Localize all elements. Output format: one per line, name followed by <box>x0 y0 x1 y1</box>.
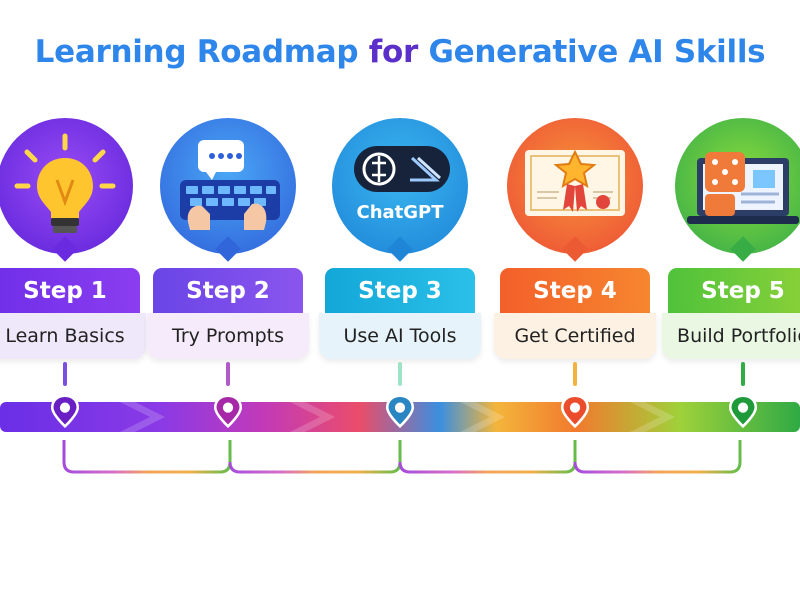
map-pin-icon <box>213 394 243 428</box>
map-pin-icon <box>560 394 590 428</box>
step-badge: Step 4 <box>500 268 650 314</box>
map-pin-icon <box>385 394 415 428</box>
step-label: Get Certified <box>494 313 656 359</box>
keyboard-chat-icon <box>160 118 296 254</box>
stem <box>63 362 67 386</box>
stem <box>573 362 577 386</box>
step-badge: Step 1 <box>0 268 140 314</box>
map-pin-icon <box>728 394 758 428</box>
connector-1-2 <box>62 440 232 474</box>
step-badge: Step 2 <box>153 268 303 314</box>
laptop-portfolio-icon <box>675 118 800 254</box>
step-label: Use AI Tools <box>319 313 481 359</box>
chatgpt-logo: ChatGPT <box>332 118 468 254</box>
step-badge: Step 3 <box>325 268 475 314</box>
step-badge: Step 5 <box>668 268 800 314</box>
lightbulb-icon <box>0 118 133 254</box>
title-part-2: for <box>368 34 418 70</box>
map-pin-icon <box>50 394 80 428</box>
title-part-1: Learning Roadmap <box>34 34 359 70</box>
connector-4-5 <box>573 440 742 474</box>
connector-2-3 <box>228 440 402 474</box>
title-part-3: Generative AI Skills <box>428 34 766 70</box>
page-title: Learning Roadmap for Generative AI Skill… <box>0 34 800 70</box>
connector-3-4 <box>398 440 577 474</box>
certificate-icon <box>507 118 643 254</box>
step-label: Build Portfolio <box>662 313 800 359</box>
stem <box>398 362 402 386</box>
stem <box>226 362 230 386</box>
stem <box>741 362 745 386</box>
step-label: Try Prompts <box>147 313 309 359</box>
step-label: Learn Basics <box>0 313 146 359</box>
chatgpt-label: ChatGPT <box>356 202 444 223</box>
